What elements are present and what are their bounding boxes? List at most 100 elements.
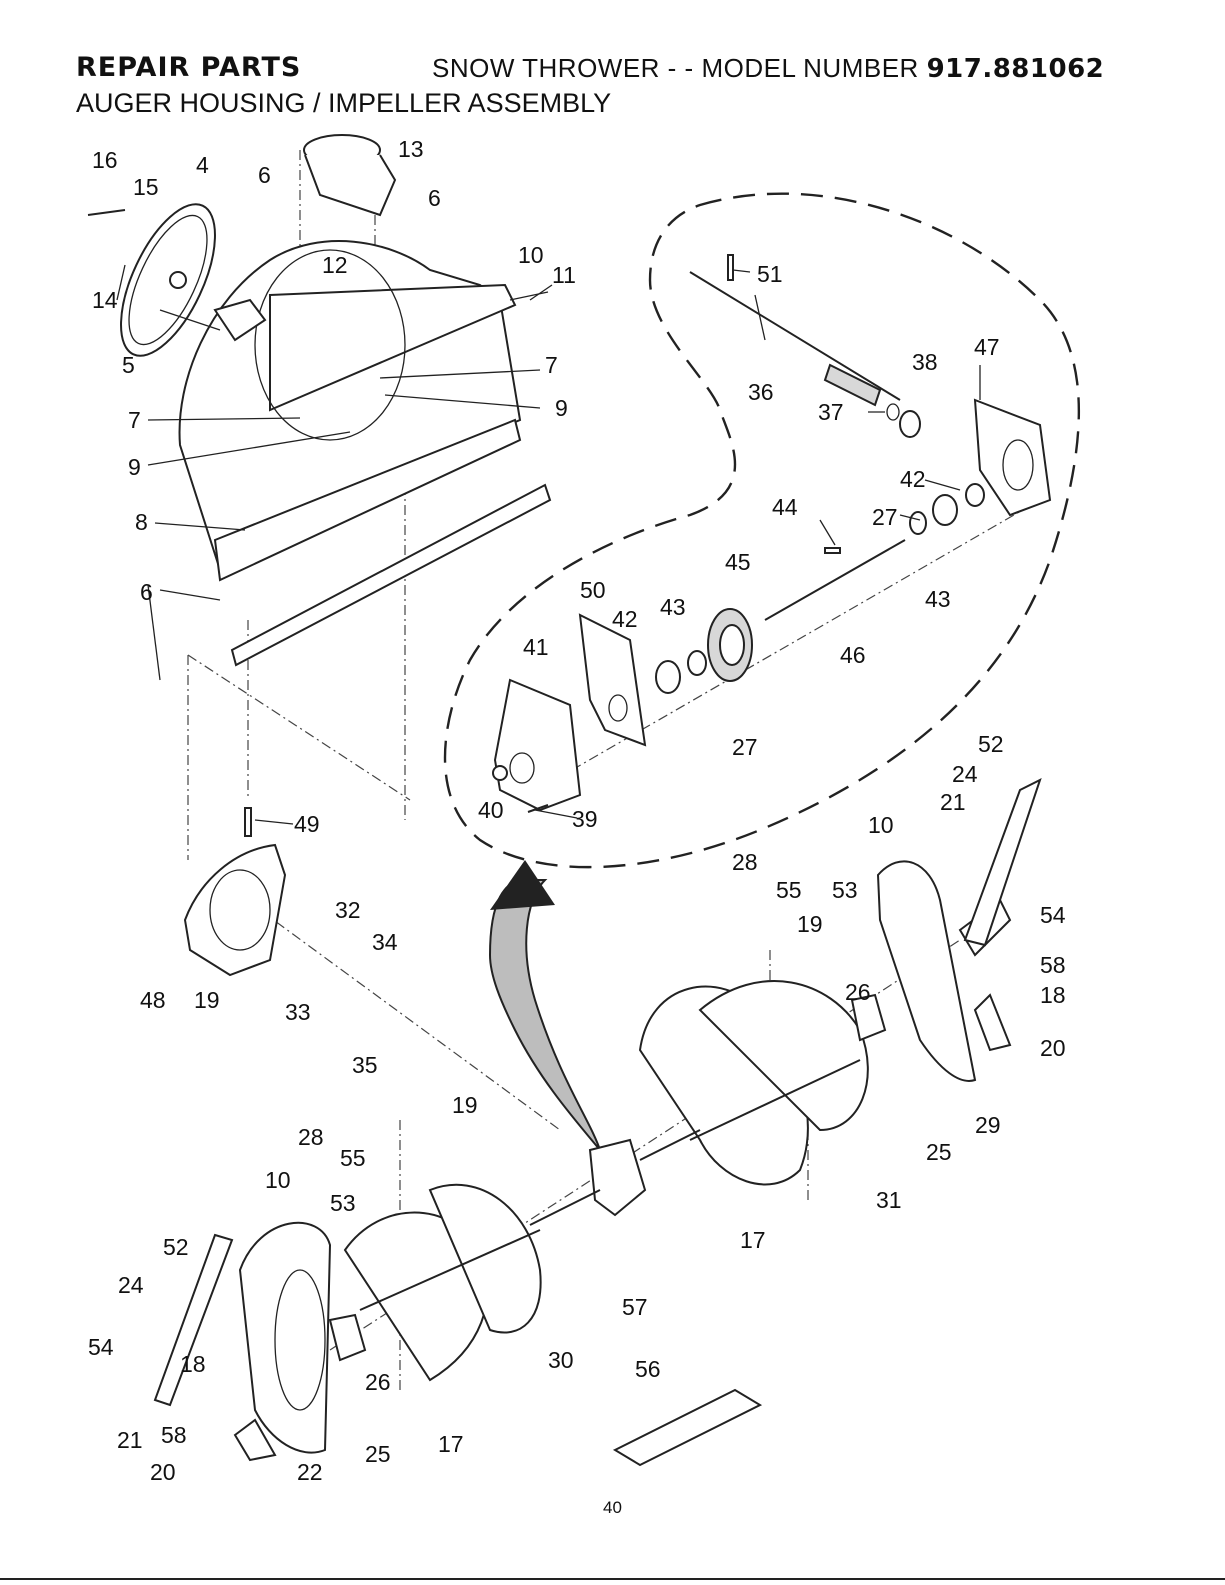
- callout: 55: [340, 1145, 366, 1171]
- callout: 34: [372, 929, 398, 955]
- callout: 42: [612, 606, 638, 632]
- callout: 38: [912, 349, 938, 375]
- callout: 54: [88, 1334, 114, 1360]
- screw: [527, 804, 549, 813]
- callout: 8: [135, 509, 148, 535]
- callout: 33: [285, 999, 311, 1025]
- assembly-title: AUGER HOUSING / IMPELLER ASSEMBLY: [76, 88, 612, 118]
- callout: 25: [365, 1441, 391, 1467]
- callout: 52: [978, 731, 1004, 757]
- callout: 47: [974, 334, 1000, 360]
- carriage-bolt: [244, 807, 252, 837]
- gasket: [578, 613, 647, 747]
- callout: 41: [523, 634, 549, 660]
- seal: [965, 483, 985, 507]
- flange-bearing-right: [850, 993, 887, 1042]
- callout: 10: [265, 1167, 291, 1193]
- impeller-shaft: [689, 254, 901, 407]
- thrust-washer-left: [687, 650, 707, 676]
- callout: 46: [840, 642, 866, 668]
- gear-case-assembly: [529, 1129, 701, 1226]
- callout: 22: [297, 1459, 323, 1485]
- callout: 42: [900, 466, 926, 492]
- callout: 7: [545, 352, 558, 378]
- shave-plate-left: [233, 1418, 277, 1462]
- callout: 28: [298, 1124, 324, 1150]
- callout: 44: [772, 494, 798, 520]
- callout: 50: [580, 577, 606, 603]
- callout: 58: [161, 1422, 187, 1448]
- shave-plate-right: [973, 993, 1012, 1052]
- callout: 58: [1040, 952, 1066, 978]
- callout: 26: [845, 979, 871, 1005]
- bushing: [899, 410, 921, 438]
- callout: 56: [635, 1356, 661, 1382]
- callout: 13: [398, 136, 424, 162]
- callout: 10: [868, 812, 894, 838]
- callout: 43: [925, 586, 951, 612]
- pulley: [87, 203, 216, 357]
- callout: 15: [133, 174, 159, 200]
- model-number: 917.881062: [926, 54, 1105, 84]
- housing-side-left: [238, 1221, 332, 1454]
- callout: 52: [163, 1234, 189, 1260]
- callout: 49: [294, 811, 320, 837]
- callout: 21: [117, 1427, 143, 1453]
- callout: 54: [1040, 902, 1066, 928]
- callout: 6: [140, 579, 153, 605]
- callout: 9: [555, 395, 568, 421]
- callout: 35: [352, 1052, 378, 1078]
- callout: 53: [832, 877, 858, 903]
- gear-case-detail-outline: [443, 192, 1080, 869]
- leader-lines: [116, 264, 981, 825]
- page-number: 40: [603, 1498, 622, 1517]
- gear-case-half-right: [973, 398, 1052, 517]
- callout: 6: [258, 162, 271, 188]
- callout: 19: [797, 911, 823, 937]
- skid-shoe-left: [153, 1233, 234, 1407]
- callout: 53: [330, 1190, 356, 1216]
- callout: 19: [194, 987, 220, 1013]
- bearing-left: [655, 660, 681, 694]
- callout: 45: [725, 549, 751, 575]
- plug: [492, 765, 508, 781]
- bearing: [932, 494, 958, 526]
- auger-spiral-right: [638, 980, 869, 1186]
- gear-case-half-left: [493, 678, 582, 812]
- skid-shoe-right: [963, 778, 1042, 947]
- callout: 14: [92, 287, 118, 313]
- bottom-rule: [0, 1578, 1225, 1580]
- callout: 10: [518, 242, 544, 268]
- assembly-arrow: [488, 860, 601, 1151]
- header-repair-parts: REPAIR PARTS: [76, 52, 302, 83]
- callout: 19: [452, 1092, 478, 1118]
- callout: 55: [776, 877, 802, 903]
- auger-housing: [178, 240, 552, 667]
- callout: 21: [940, 789, 966, 815]
- callout: 6: [428, 185, 441, 211]
- callout: 25: [926, 1139, 952, 1165]
- callout: 30: [548, 1347, 574, 1373]
- callout: 39: [572, 806, 598, 832]
- callout: 9: [128, 454, 141, 480]
- callout: 43: [660, 594, 686, 620]
- callout: 11: [552, 262, 576, 288]
- callout: 31: [876, 1187, 902, 1213]
- callout: 20: [150, 1459, 176, 1485]
- callout: 57: [622, 1294, 648, 1320]
- callout: 51: [757, 261, 783, 287]
- callout: 37: [818, 399, 844, 425]
- spacer-link: [612, 1388, 763, 1467]
- callout: 7: [128, 407, 141, 433]
- callout: 36: [748, 379, 774, 405]
- bearing-flange: [213, 298, 267, 342]
- worm-gear: [707, 608, 753, 682]
- side-plate: [183, 843, 287, 977]
- callout: 32: [335, 897, 361, 923]
- callout: 16: [92, 147, 118, 173]
- callout: 24: [952, 761, 978, 787]
- callout: 20: [1040, 1035, 1066, 1061]
- flange-bearing-left: [328, 1313, 367, 1362]
- callout: 24: [118, 1272, 144, 1298]
